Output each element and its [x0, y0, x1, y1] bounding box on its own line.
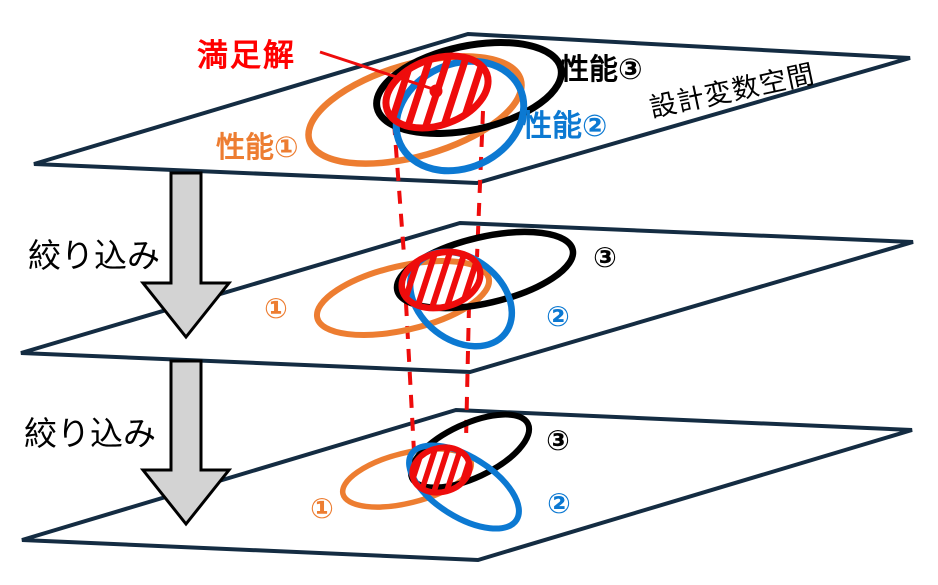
performance3-ellipse-top	[373, 39, 565, 137]
performance3-ellipse-middle	[393, 228, 577, 312]
satisfactory-ellipse-middle	[398, 248, 484, 312]
narrowing-down-label-1: 絞り込み	[28, 236, 160, 275]
narrowing-down-label-2: 絞り込み	[24, 414, 156, 453]
performance3-label-top: 性能③	[560, 52, 643, 86]
performance1-label-top: 性能①	[216, 130, 299, 164]
performance1-ellipse-middle	[313, 258, 493, 338]
top-plane-regions	[305, 39, 565, 175]
performance2-label-top: 性能②	[522, 109, 607, 144]
circled1-label-middle: ①	[264, 292, 288, 325]
narrow-down-arrow-2	[139, 359, 233, 527]
bottom-plane-regions	[339, 411, 533, 532]
satisfactory-ellipse-top	[382, 52, 492, 132]
satisfactory-solution-label: 満足解	[197, 38, 296, 74]
projection-dash-right-upper	[475, 110, 485, 258]
circled2-label-bottom: ②	[547, 487, 571, 520]
satisfactory-solution-dot	[429, 84, 443, 98]
performance2-ellipse-top	[392, 57, 528, 175]
satisfactory-leader-line	[319, 50, 437, 92]
narrow-down-arrow-1	[139, 171, 233, 340]
middle-plane-regions	[313, 228, 577, 350]
circled1-label-bottom: ①	[310, 492, 334, 525]
circled2-label-middle: ②	[546, 300, 570, 333]
performance2-ellipse-bottom	[406, 442, 522, 532]
circled3-label-bottom: ③	[546, 424, 570, 457]
circled3-label-middle: ③	[593, 241, 617, 274]
design-space-plane-bottom	[21, 407, 913, 563]
satisfactory-ellipse-bottom	[409, 444, 473, 496]
